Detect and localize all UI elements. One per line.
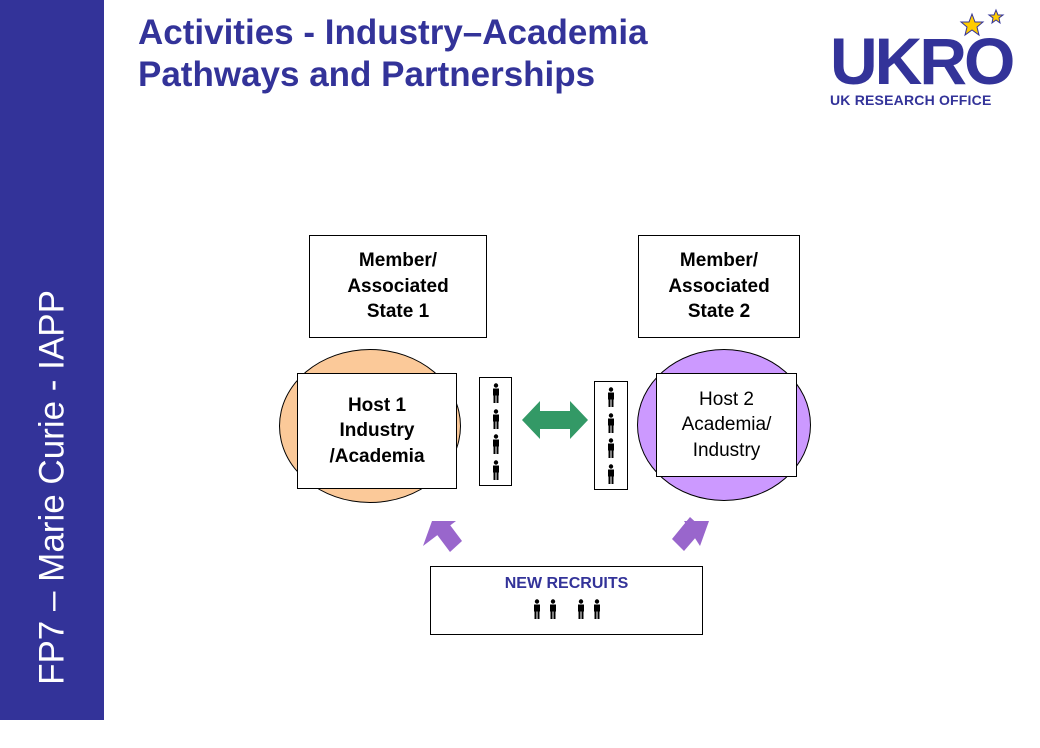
person-icon (608, 463, 614, 484)
new-recruits-label: NEW RECRUITS (504, 575, 629, 592)
state-2-line-1: Member/ (679, 250, 759, 272)
state-2-line-3: State 2 (687, 301, 751, 323)
new-recruits-people (431, 599, 702, 619)
person-icon (593, 599, 600, 619)
state-1-line-3: State 1 (366, 301, 430, 323)
sidebar: FP7 – Marie Curie - IAPP (0, 0, 104, 720)
person-icon (549, 599, 556, 619)
ukro-logo: UKRO UK RESEARCH OFFICE (828, 8, 1028, 112)
person-icon (608, 438, 614, 459)
host-1-box: Host 1 Industry /Academia (297, 373, 457, 489)
person-icon (608, 387, 614, 408)
host-2-box: Host 2 Academia/ Industry (656, 373, 797, 477)
person-icon (577, 599, 584, 619)
host-2-line-2: Academia/ (681, 414, 772, 436)
host-1-line-3: /Academia (329, 445, 425, 467)
logo-main-text: UKRO (830, 24, 1015, 98)
state-2-box: Member/ Associated State 2 (638, 235, 800, 338)
person-icon (492, 459, 499, 480)
logo-stars-icon (959, 8, 1005, 37)
page-title-line-2: Pathways and Partnerships (138, 55, 596, 94)
recruit-arrow-right-icon (672, 517, 709, 551)
person-icon (608, 413, 614, 433)
host-2-line-1: Host 2 (699, 388, 754, 410)
page-title-line-1: Activities - Industry–Academia (138, 13, 648, 52)
new-recruits-box: NEW RECRUITS (430, 566, 703, 635)
host-2-line-3: Industry (692, 439, 761, 461)
person-icon (533, 599, 540, 619)
page-title: Activities - Industry–Academia Pathways … (138, 12, 798, 96)
person-icon (492, 434, 499, 455)
person-icon (492, 409, 499, 429)
recruit-arrow-left-icon (423, 521, 462, 552)
researchers-column-left (479, 377, 512, 486)
logo-subtitle: UK RESEARCH OFFICE (830, 92, 992, 108)
state-2-line-2: Associated (668, 275, 770, 297)
host-1-line-1: Host 1 (347, 394, 407, 416)
state-1-line-1: Member/ (358, 250, 438, 272)
diagram-arrows (423, 401, 709, 552)
exchange-double-arrow-icon (522, 401, 588, 439)
researchers-column-right (594, 381, 628, 490)
state-1-line-2: Associated (347, 275, 449, 297)
host-1-line-2: Industry (339, 420, 415, 442)
person-icon (492, 383, 499, 404)
state-1-box: Member/ Associated State 1 (309, 235, 487, 338)
